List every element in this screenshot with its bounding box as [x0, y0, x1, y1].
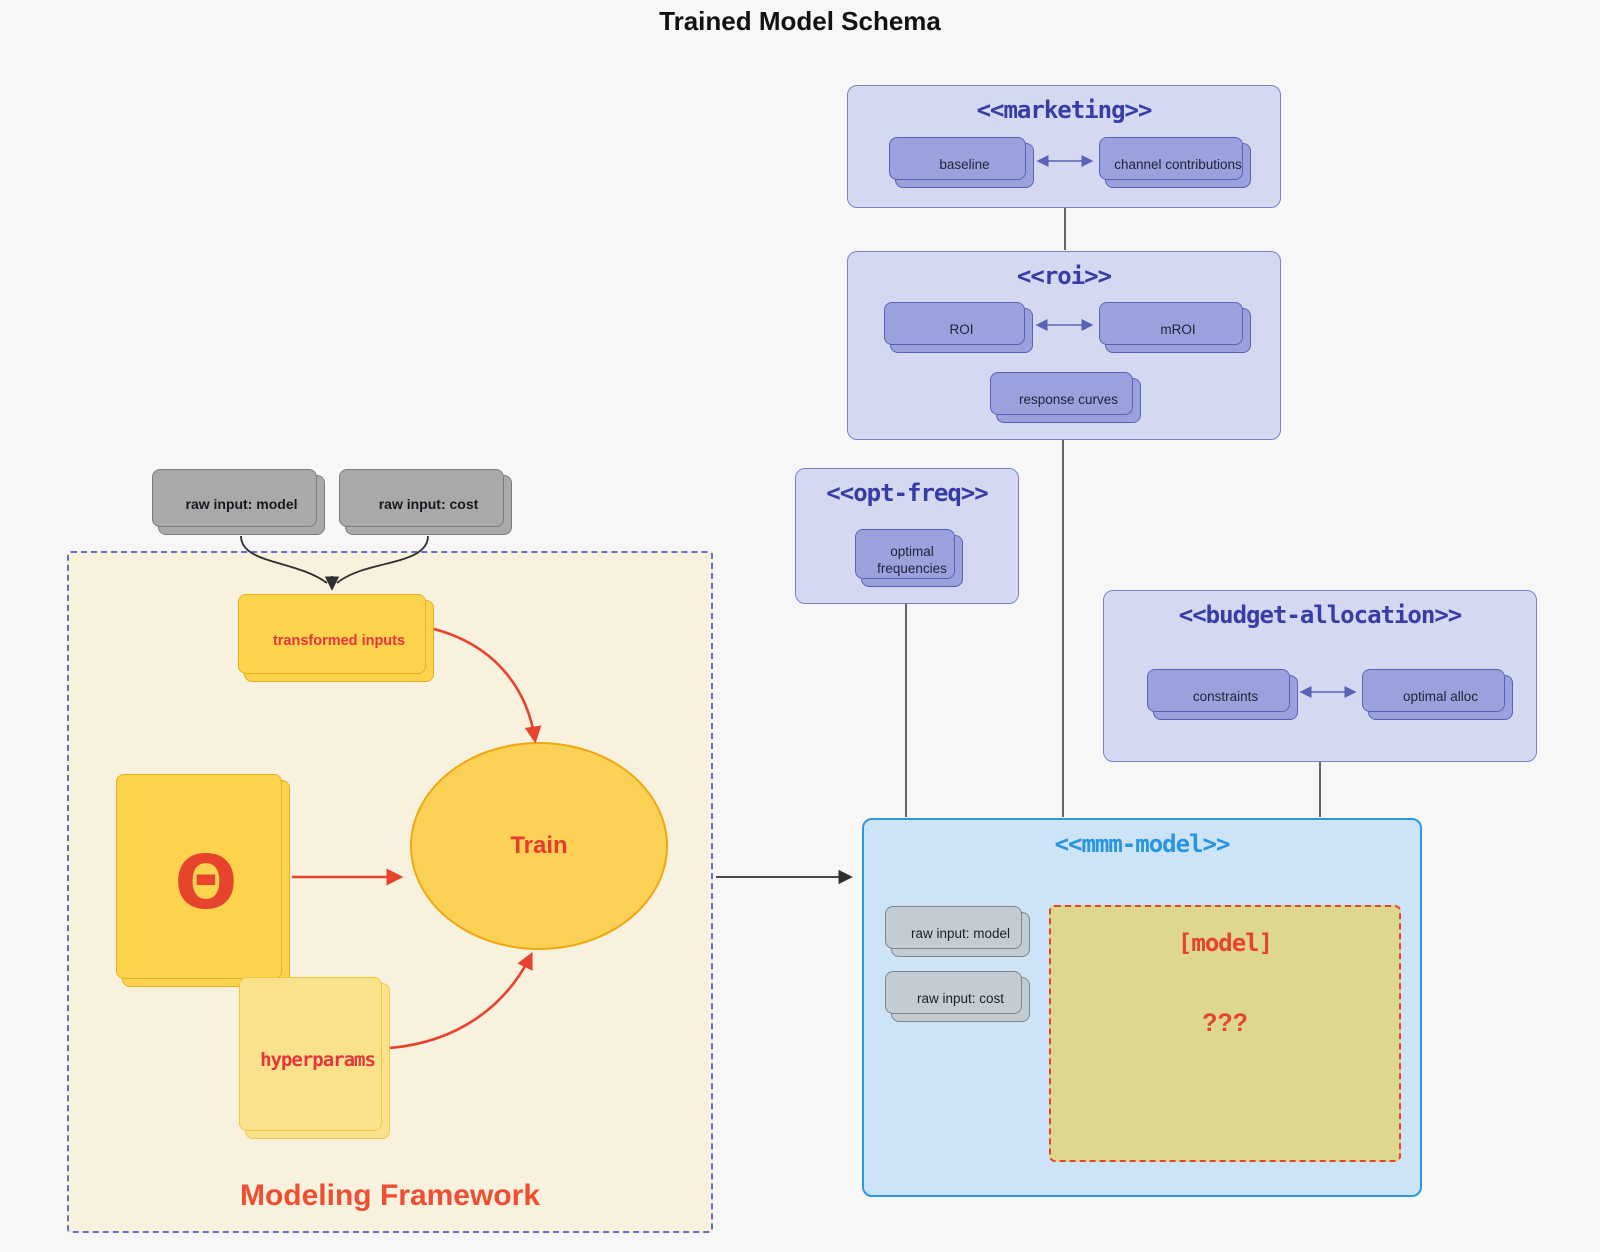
node-mroi-label: mROI [1160, 322, 1196, 338]
node-roi: ROI [884, 302, 1033, 353]
node-constraints-label: constraints [1192, 689, 1259, 705]
node-theta: Θ [116, 774, 290, 987]
node-response-curves: response curves [990, 372, 1141, 423]
node-train-label: Train [510, 832, 568, 859]
node-transformed-inputs: transformed inputs [238, 594, 434, 682]
cluster-roi: <<roi>> ROI mROI response curves [847, 251, 1281, 440]
cluster-marketing-title: <<marketing>> [976, 96, 1153, 124]
node-raw-input-cost-label: raw input: cost [378, 496, 479, 513]
node-model-unknown-label: ??? [1202, 1009, 1248, 1037]
node-constraints: constraints [1147, 669, 1298, 720]
node-mmm-raw-input-cost: raw input: cost [885, 971, 1030, 1022]
cluster-modeling-framework: transformed inputs Θ Train hyperparams M… [67, 551, 713, 1233]
node-baseline: baseline [889, 137, 1034, 188]
cluster-mmm-model: <<mmm-model>> raw input: model raw input… [862, 818, 1422, 1197]
cluster-mmm-model-title: <<mmm-model>> [1054, 830, 1231, 858]
cluster-budget-allocation-title: <<budget-allocation>> [1178, 601, 1462, 629]
node-transformed-inputs-label: transformed inputs [272, 632, 406, 649]
node-optimal-frequencies-label: optimal frequencies [877, 544, 947, 576]
node-optimal-alloc: optimal alloc [1362, 669, 1513, 720]
node-channel-contributions: channel contributions [1099, 137, 1251, 188]
node-response-curves-label: response curves [1018, 392, 1119, 408]
node-mroi: mROI [1099, 302, 1251, 353]
node-model-placeholder: [model] ??? [1049, 905, 1401, 1162]
cluster-opt-freq: <<opt-freq>> optimal frequencies [795, 468, 1019, 604]
node-hyperparams-label: hyperparams [260, 1049, 376, 1072]
node-raw-input-model-label: raw input: model [185, 496, 298, 513]
cluster-budget-allocation: <<budget-allocation>> constraints optima… [1103, 590, 1537, 762]
node-model-placeholder-label: [model] [1177, 929, 1273, 957]
node-optimal-frequencies: optimal frequencies [855, 529, 963, 587]
node-raw-input-cost: raw input: cost [339, 469, 512, 535]
node-optimal-alloc-label: optimal alloc [1402, 689, 1479, 705]
node-mmm-raw-input-cost-label: raw input: cost [916, 991, 1005, 1007]
cluster-opt-freq-title: <<opt-freq>> [826, 479, 988, 507]
node-raw-input-model: raw input: model [152, 469, 325, 535]
cluster-marketing: <<marketing>> baseline channel contribut… [847, 85, 1281, 208]
node-mmm-raw-input-model: raw input: model [885, 906, 1030, 957]
node-channel-contributions-label: channel contributions [1114, 157, 1242, 173]
node-hyperparams: hyperparams [239, 977, 390, 1139]
cluster-roi-title: <<roi>> [1016, 262, 1112, 290]
page-title: Trained Model Schema [659, 6, 941, 36]
node-roi-label: ROI [949, 322, 974, 338]
node-baseline-label: baseline [939, 157, 990, 173]
node-theta-label: Θ [174, 840, 238, 927]
node-train: Train [410, 742, 668, 950]
node-mmm-raw-input-model-label: raw input: model [910, 926, 1011, 942]
cluster-modeling-framework-label: Modeling Framework [239, 1179, 541, 1212]
